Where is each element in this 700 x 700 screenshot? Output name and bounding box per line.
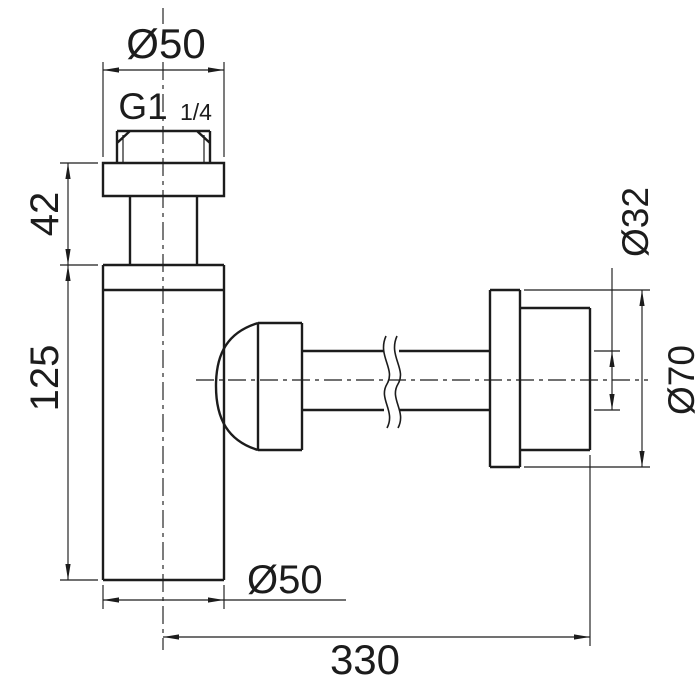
inlet-neck-outline xyxy=(128,196,199,265)
outlet-pipe-outline xyxy=(302,349,490,412)
dimension-labels: Ø50 G1 1/4 42 125 Ø32 Ø70 Ø50 330 xyxy=(23,20,700,683)
extension-lines-top-diameter xyxy=(102,62,225,157)
label-flange-diameter: Ø70 xyxy=(661,345,700,415)
wall-flange-outline xyxy=(488,288,592,469)
label-bottom-diameter: Ø50 xyxy=(247,558,323,602)
inlet-thread-detail xyxy=(122,135,205,163)
inlet-flange-outline xyxy=(101,161,226,198)
label-thread-fraction: 1/4 xyxy=(180,99,212,125)
extension-lines-flange-diameter xyxy=(524,289,650,468)
outlet-boss-curve xyxy=(214,321,259,452)
extension-lines-pipe-diameter xyxy=(594,350,620,411)
extension-lines-bottom-diameter xyxy=(102,585,225,609)
label-body-height: 125 xyxy=(23,345,67,412)
part-outlines xyxy=(101,129,592,582)
label-top-diameter: Ø50 xyxy=(126,20,205,67)
pipe-break-symbol xyxy=(382,335,402,429)
label-overall-length: 330 xyxy=(330,636,400,683)
label-thread-size: G1 xyxy=(118,86,167,127)
label-inlet-height: 42 xyxy=(23,192,67,237)
outlet-nut-outline xyxy=(256,321,304,452)
dimension-graphics xyxy=(60,8,650,650)
label-pipe-diameter: Ø32 xyxy=(615,187,656,257)
